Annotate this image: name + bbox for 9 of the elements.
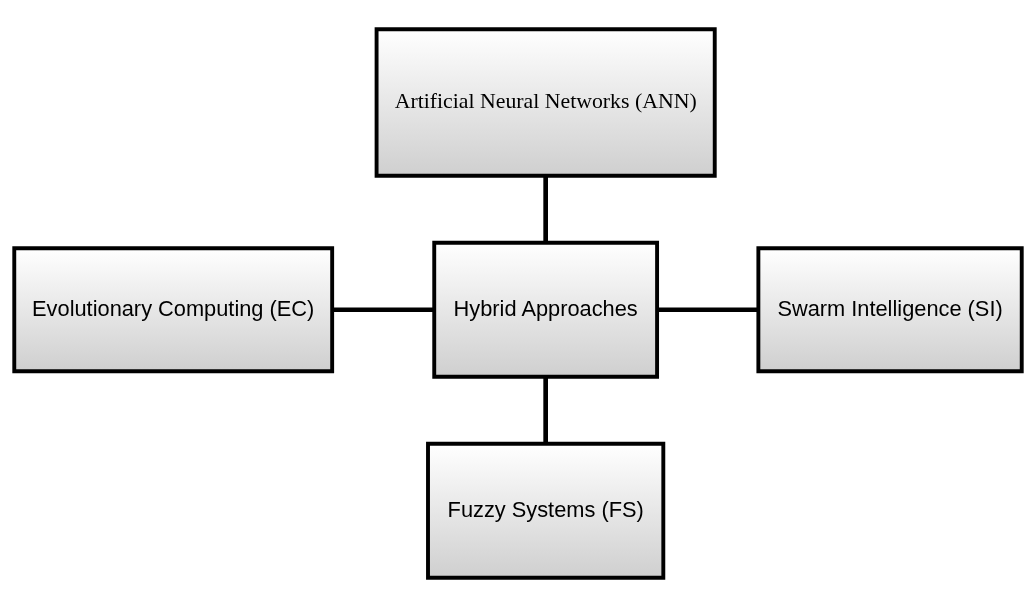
connector bbox=[332, 307, 434, 313]
node-box: Swarm Intelligence (SI) bbox=[756, 246, 1024, 374]
connector bbox=[657, 307, 758, 313]
node-box: Evolutionary Computing (EC) bbox=[12, 246, 335, 374]
node-box: Fuzzy Systems (FS) bbox=[426, 441, 666, 580]
connector bbox=[543, 176, 548, 243]
node-box: Artificial Neural Networks (ANN) bbox=[374, 27, 717, 178]
node-box: Hybrid Approaches bbox=[432, 240, 660, 379]
connector bbox=[543, 377, 548, 444]
